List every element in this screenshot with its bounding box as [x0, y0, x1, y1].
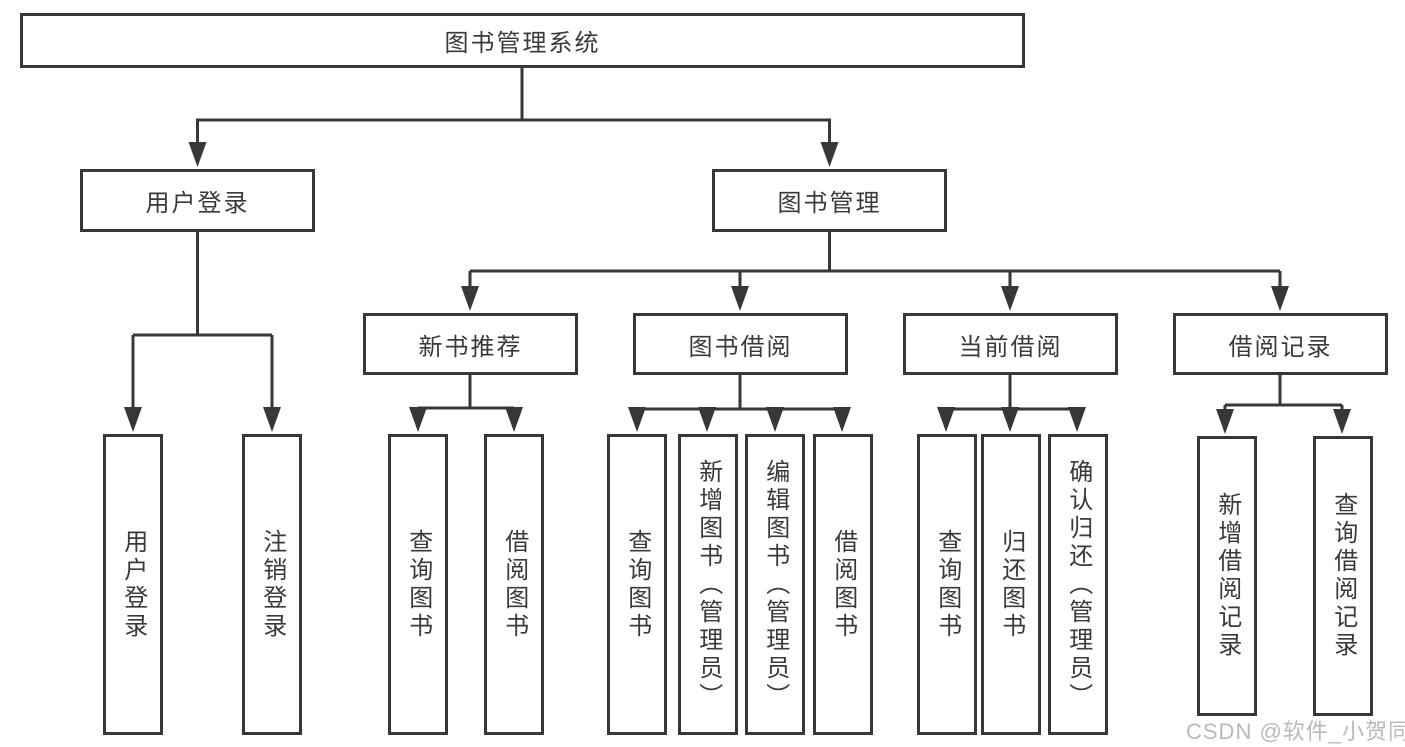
leaf-cb-query-book: 查询图书 [917, 434, 977, 735]
arrow-head [461, 286, 479, 311]
arrow-head [628, 407, 646, 432]
leaf-user-login: 用户登录 [103, 434, 163, 735]
arrow-head [937, 407, 955, 432]
arrow-head [1216, 409, 1234, 434]
arrow-head [1333, 409, 1351, 434]
arrow-head [263, 407, 281, 432]
arrow-head [820, 142, 839, 167]
arrow-head [698, 407, 716, 432]
leaf-bb-borrow-book: 借阅图书 [813, 434, 873, 735]
leaf-nb-borrow-book: 借阅图书 [484, 434, 544, 735]
watermark: CSDN @软件_小贺同学 [1186, 719, 1405, 744]
arrow-head [188, 142, 207, 167]
arrow-head [833, 407, 851, 432]
leaf-logout-login: 注销登录 [242, 434, 302, 735]
leaf-cb-confirm-return-admin: 确认归还（管理员） [1048, 434, 1108, 735]
arrow-head [731, 286, 749, 311]
node-current-borrow: 当前借阅 [903, 313, 1118, 375]
arrow-heads [124, 142, 1351, 434]
leaf-bb-add-book-admin: 新增图书（管理员） [678, 434, 738, 735]
leaf-cb-return-book: 归还图书 [981, 434, 1041, 735]
arrow-head [1271, 286, 1289, 311]
leaf-bb-query-book: 查询图书 [607, 434, 667, 735]
leaf-br-add-record: 新增借阅记录 [1197, 436, 1257, 716]
leaf-nb-query-book: 查询图书 [388, 434, 448, 735]
node-root-library-management-system: 图书管理系统 [20, 13, 1025, 68]
arrow-head [505, 407, 523, 432]
arrow-head [1068, 407, 1086, 432]
node-user-login: 用户登录 [80, 169, 315, 232]
node-book-borrow: 图书借阅 [633, 313, 848, 375]
leaf-bb-edit-book-admin: 编辑图书（管理员） [745, 434, 805, 735]
arrow-head [409, 407, 427, 432]
node-book-management: 图书管理 [712, 169, 947, 232]
arrow-head [1001, 407, 1019, 432]
arrow-head [124, 407, 142, 432]
node-new-book-recommend: 新书推荐 [363, 313, 578, 375]
leaf-br-query-record: 查询借阅记录 [1313, 436, 1373, 716]
node-borrow-record: 借阅记录 [1173, 313, 1388, 375]
arrow-head [766, 407, 784, 432]
arrow-head [1001, 286, 1019, 311]
